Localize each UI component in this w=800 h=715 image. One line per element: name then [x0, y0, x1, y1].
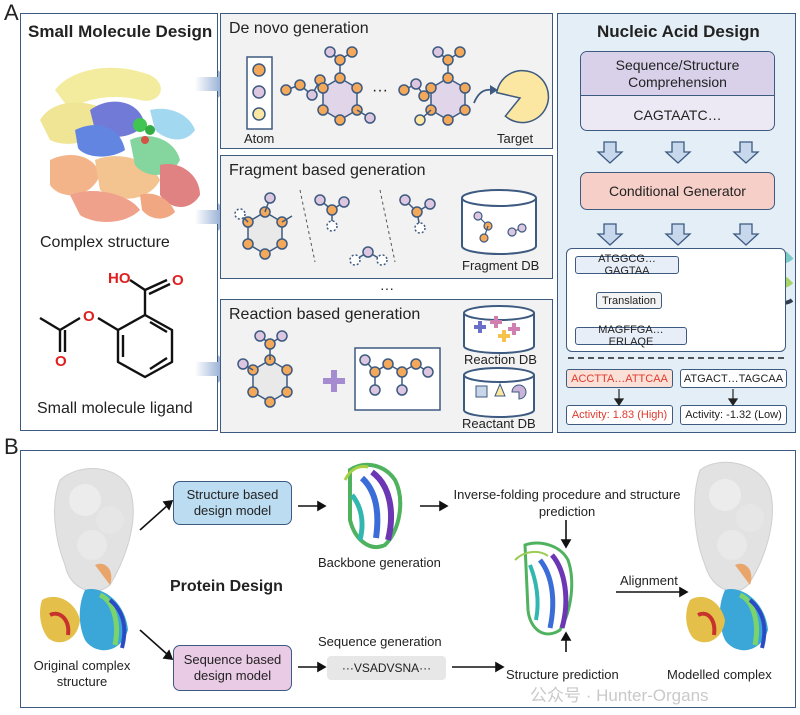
de-novo-title: De novo generation	[229, 20, 369, 37]
atom-label: Atom	[244, 131, 275, 146]
aspirin-o-label-carbonyl: O	[172, 272, 184, 289]
aspirin-o-label-acetyl: O	[55, 353, 67, 370]
small-molecule-title: Small Molecule Design	[28, 22, 213, 41]
seq-high-box: ACCTTA…ATTCAA	[566, 369, 673, 388]
sequence-model-text: Sequence based design model	[183, 652, 282, 683]
reaction-title: Reaction based generation	[229, 306, 421, 323]
panel-a-letter: A	[4, 0, 19, 25]
fragment-title: Fragment based generation	[229, 162, 426, 179]
activity-high-text: Activity: 1.83 (High)	[571, 409, 668, 421]
aspirin-ho-label: HO	[108, 270, 131, 287]
sequence-text: CAGTAATC…	[633, 107, 722, 123]
backbone-label: Backbone generation	[318, 555, 441, 570]
original-complex-label: Original complex structure	[33, 658, 131, 689]
activity-low-text: Activity: -1.32 (Low)	[685, 409, 782, 421]
seq-low-text: ATGACT…TAGCAA	[683, 372, 784, 385]
nucleic-acid-title: Nucleic Acid Design	[597, 22, 760, 41]
ligand-label: Small molecule ligand	[37, 400, 193, 417]
dna-sequence-text: ATGGCG…GAGTAA	[598, 253, 656, 277]
reaction-db-label: Reaction DB	[464, 352, 537, 367]
dna-sequence-box: ATGGCG…GAGTAA	[575, 253, 679, 277]
inverse-folding-label: Inverse-folding procedure and structure …	[453, 487, 681, 519]
activity-low-box: Activity: -1.32 (Low)	[680, 405, 787, 425]
mid-ellipsis: ···	[380, 280, 394, 296]
panel-b-letter: B	[4, 434, 19, 459]
activity-high-box: Activity: 1.83 (High)	[566, 405, 673, 425]
watermark: 公众号 · Hunter-Organs	[530, 686, 709, 705]
protein-design-title: Protein Design	[170, 578, 283, 595]
aspirin-o-label-ester: O	[83, 308, 95, 325]
seq-high-text: ACCTTA…ATTCAA	[571, 372, 668, 385]
translation-box: Translation	[596, 292, 662, 309]
target-label: Target	[497, 131, 534, 146]
conditional-generator-box: Conditional Generator	[580, 172, 775, 210]
comprehension-text: Sequence/Structure Comprehension	[615, 56, 740, 90]
protein-sequence-text: MAGFFGA…ERLAQE	[598, 324, 664, 348]
sequence-generation-label: Sequence generation	[318, 634, 442, 649]
conditional-generator-text: Conditional Generator	[609, 183, 746, 199]
complex-structure-label: Complex structure	[40, 234, 170, 251]
seq-low-box: ATGACT…TAGCAA	[680, 369, 787, 388]
comprehension-header: Sequence/Structure Comprehension	[581, 52, 774, 96]
structure-model-box: Structure based design model	[173, 481, 292, 525]
alignment-label: Alignment	[620, 573, 678, 588]
de-novo-ellipsis: ···	[372, 82, 388, 99]
structure-model-text: Structure based design model	[186, 487, 279, 518]
structure-prediction-label: Structure prediction	[506, 667, 619, 682]
fragment-db-label: Fragment DB	[462, 258, 540, 273]
protein-sequence-box: MAGFFGA…ERLAQE	[575, 324, 687, 348]
sequence-model-box: Sequence based design model	[173, 645, 292, 691]
modelled-complex-label: Modelled complex	[667, 667, 772, 682]
translation-text: Translation	[601, 294, 656, 307]
small-molecule-panel	[20, 13, 218, 431]
sequence-chip: ···VSADVSNA···	[327, 656, 446, 680]
reactant-db-label: Reactant DB	[462, 416, 536, 431]
sequence-chip-text: ···VSADVSNA···	[341, 661, 432, 675]
